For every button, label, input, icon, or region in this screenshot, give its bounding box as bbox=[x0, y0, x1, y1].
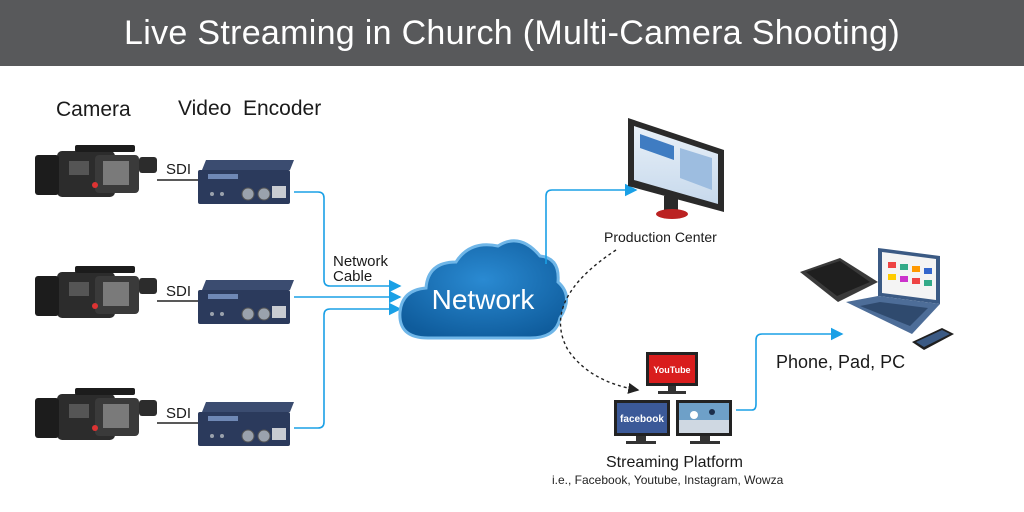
laptop-device bbox=[846, 248, 940, 334]
network-cloud-label: Network bbox=[431, 284, 535, 315]
phone-device bbox=[912, 328, 954, 350]
sdi-label-3: SDI bbox=[166, 405, 192, 422]
video-encoder-3 bbox=[198, 402, 294, 446]
camera-3 bbox=[35, 388, 157, 440]
arrow-to-devices bbox=[736, 327, 844, 411]
devices-label: Phone, Pad, PC bbox=[776, 352, 906, 372]
camera-1 bbox=[35, 145, 157, 197]
production-center-monitor bbox=[628, 118, 724, 219]
video-encoder-1 bbox=[198, 160, 294, 204]
production-center-label: Production Center bbox=[604, 229, 717, 245]
title-bar: Live Streaming in Church (Multi-Camera S… bbox=[0, 0, 1024, 66]
facebook-logo-text: facebook bbox=[620, 414, 664, 425]
page-title: Live Streaming in Church (Multi-Camera S… bbox=[124, 14, 900, 52]
youtube-logo-text: YouTube bbox=[653, 365, 690, 375]
arrow-to-production bbox=[545, 183, 638, 264]
network-cloud bbox=[398, 239, 568, 340]
video-encoder-label: Video Encoder bbox=[178, 97, 322, 120]
youtube-monitor: YouTube bbox=[646, 352, 698, 394]
streaming-platform-label: Streaming Platform bbox=[606, 454, 743, 471]
network-cable-label-line1: Network bbox=[333, 253, 389, 270]
sdi-label-2: SDI bbox=[166, 283, 192, 300]
camera-2 bbox=[35, 266, 157, 318]
dashed-arrow-to-streaming bbox=[559, 249, 640, 394]
streaming-platform-examples: i.e., Facebook, Youtube, Instagram, Wowz… bbox=[552, 473, 784, 487]
camera-label: Camera bbox=[56, 98, 131, 121]
network-cable-3 bbox=[294, 302, 402, 429]
tablet-device bbox=[800, 258, 878, 302]
network-cable-1 bbox=[294, 191, 402, 293]
video-encoder-2 bbox=[198, 280, 294, 324]
sdi-label-1: SDI bbox=[166, 161, 192, 178]
sports-stream-monitor bbox=[676, 400, 732, 444]
network-cable-label-line2: Cable bbox=[333, 268, 373, 285]
facebook-monitor: facebook bbox=[614, 400, 670, 444]
